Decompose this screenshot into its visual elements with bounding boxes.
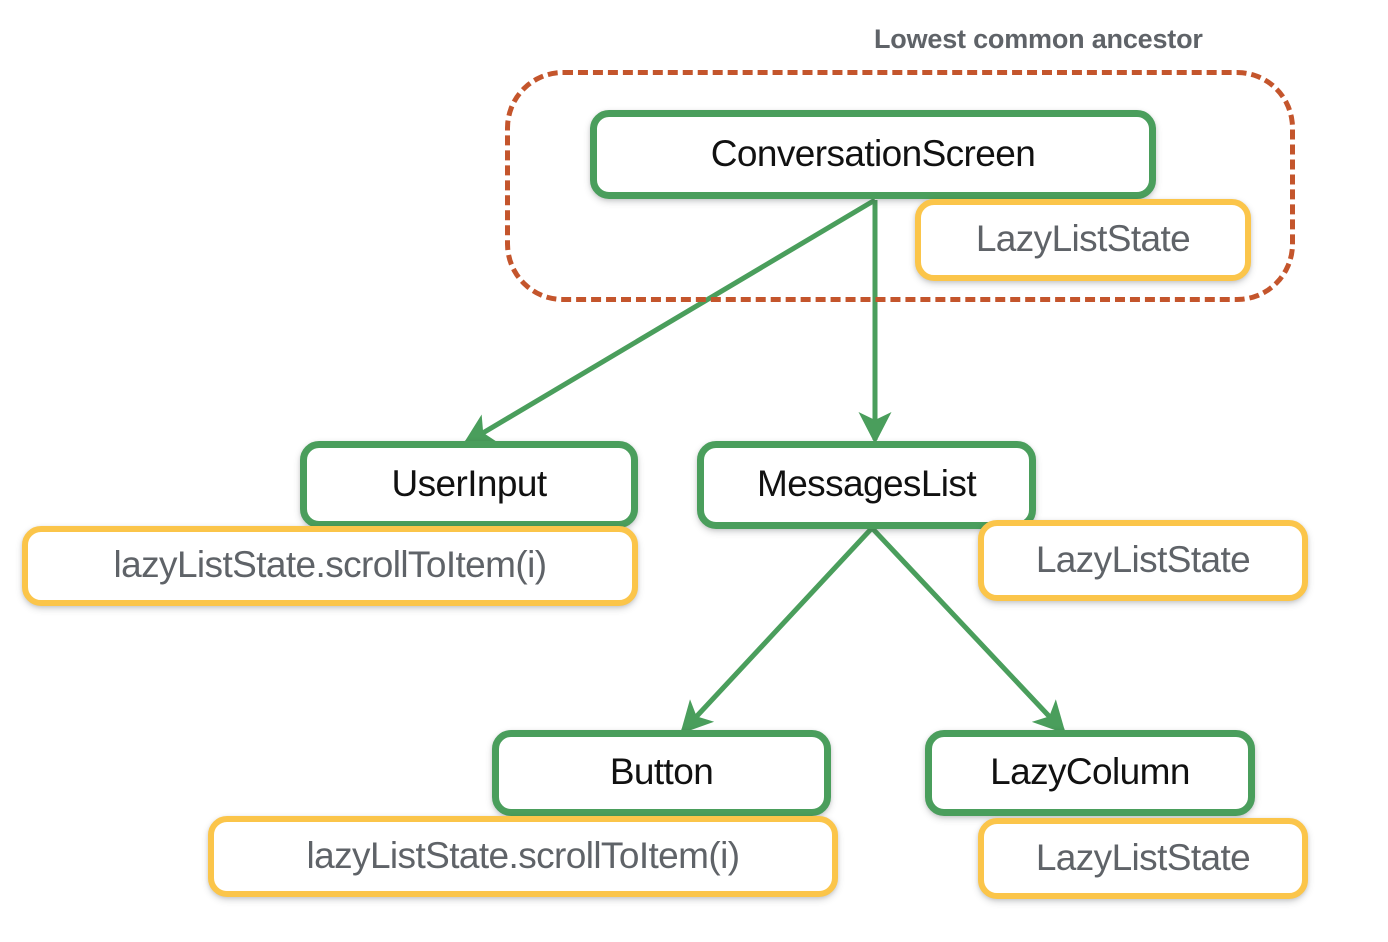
lowest-common-ancestor-caption: Lowest common ancestor: [874, 24, 1203, 54]
node-label: LazyColumn: [990, 751, 1190, 792]
node-label: ConversationScreen: [710, 132, 1036, 174]
node-label: MessagesList: [756, 463, 977, 504]
node-user-input-state[interactable]: lazyListState.scrollToItem(i): [22, 526, 638, 606]
node-label: LazyListState: [975, 218, 1191, 259]
node-button[interactable]: Button: [492, 730, 831, 816]
node-label: lazyListState.scrollToItem(i): [113, 544, 547, 585]
node-label: LazyListState: [1035, 836, 1251, 878]
node-conversation-screen[interactable]: ConversationScreen: [590, 110, 1156, 199]
node-button-state[interactable]: lazyListState.scrollToItem(i): [208, 816, 838, 897]
node-messages-list[interactable]: MessagesList: [697, 441, 1036, 529]
node-lazy-column[interactable]: LazyColumn: [925, 730, 1255, 816]
lowest-common-ancestor-region: [505, 70, 1295, 302]
node-label: Button: [609, 751, 714, 792]
node-label: LazyListState: [1035, 538, 1251, 580]
node-conversation-screen-state[interactable]: LazyListState: [915, 199, 1251, 281]
node-label: UserInput: [391, 462, 547, 504]
node-label: lazyListState.scrollToItem(i): [306, 834, 740, 876]
edge-messageslist-to-button: [680, 526, 874, 734]
node-user-input[interactable]: UserInput: [300, 441, 638, 528]
node-lazy-column-state[interactable]: LazyListState: [978, 818, 1308, 899]
node-messages-list-state[interactable]: LazyListState: [978, 520, 1308, 601]
